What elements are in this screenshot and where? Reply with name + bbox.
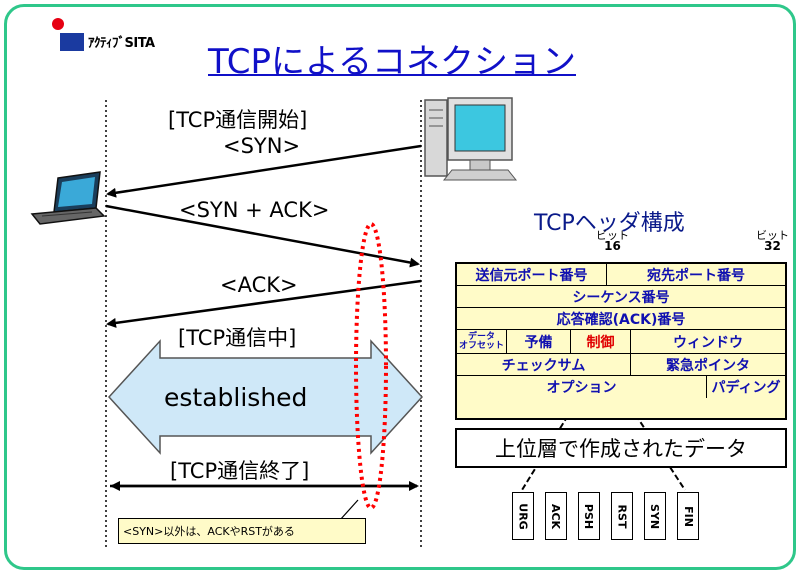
data-offset-line2: オフセット — [458, 340, 504, 351]
header-row-options: オプション パディング — [457, 376, 785, 398]
synack-label: <SYN + ACK> — [179, 198, 330, 222]
ack-label: <ACK> — [220, 273, 298, 297]
flag-ack-label: ACK — [549, 503, 563, 529]
flag-rst: RST — [611, 492, 633, 540]
seq-num-field: シーケンス番号 — [572, 289, 670, 306]
data-offset-field: データ オフセット — [457, 330, 507, 353]
control-flag-arrows — [521, 361, 686, 491]
logo-mark — [60, 33, 84, 51]
synack-arrow — [105, 204, 420, 268]
syn-arrow — [106, 144, 422, 198]
header-row-seq: シーケンス番号 — [457, 286, 785, 308]
bit-word: ビット — [596, 229, 629, 242]
flag-fin: FIN — [677, 492, 699, 540]
tcp-start-label: [TCP通信開始] — [168, 108, 308, 132]
bit-word: ビット — [756, 229, 789, 242]
flag-syn-label: SYN — [648, 503, 662, 529]
checksum-field: チェックサム — [457, 354, 631, 375]
data-offset-line1: データ — [467, 331, 495, 342]
header-row-control: データ オフセット 予備 制御 ウィンドウ — [457, 330, 785, 354]
flag-rst-label: RST — [615, 504, 629, 528]
flag-psh-label: PSH — [582, 503, 596, 529]
urgent-pointer-field: 緊急ポインタ — [666, 357, 750, 374]
options-field: オプション — [457, 376, 707, 398]
syn-label: <SYN> — [223, 134, 301, 158]
flag-fin-label: FIN — [681, 505, 695, 527]
flag-urg-label: URG — [516, 502, 530, 530]
established-label: established — [164, 383, 308, 412]
ack-arrow — [106, 279, 422, 328]
bit-16-value: 16 — [604, 239, 621, 253]
header-row-ack: 応答確認(ACK)番号 — [457, 308, 785, 330]
dst-port-field: 宛先ポート番号 — [647, 267, 745, 284]
window-field: ウィンドウ — [673, 334, 743, 351]
header-row-checksum: チェックサム 緊急ポインタ — [457, 354, 785, 376]
note-box: <SYN>以外は、ACKやRSTがある — [118, 518, 366, 544]
bit-32-value: 32 — [764, 239, 781, 253]
desktop-computer-icon — [424, 97, 518, 181]
tcp-end-label: [TCP通信終了] — [170, 459, 310, 483]
header-row-ports: 送信元ポート番号 宛先ポート番号 — [457, 264, 785, 286]
flag-ack: ACK — [545, 492, 567, 540]
flag-psh: PSH — [578, 492, 600, 540]
highlight-ellipse — [354, 222, 388, 510]
flag-syn: SYN — [644, 492, 666, 540]
slide-title: TCPによるコネクション — [208, 42, 576, 82]
reserved-field: 予備 — [507, 330, 571, 353]
tcp-header-table: 送信元ポート番号 宛先ポート番号 シーケンス番号 応答確認(ACK)番号 データ… — [455, 262, 787, 420]
src-port-field: 送信元ポート番号 — [457, 264, 607, 285]
logo-dot — [52, 18, 64, 30]
laptop-icon — [30, 171, 106, 225]
established-arrow — [107, 339, 424, 455]
upper-layer-data-box: 上位層で作成されたデータ — [455, 428, 787, 468]
tcp-during-label: [TCP通信中] — [178, 326, 297, 350]
control-field: 制御 — [571, 330, 631, 353]
ack-num-field: 応答確認(ACK)番号 — [556, 311, 686, 328]
flag-urg: URG — [512, 492, 534, 540]
padding-field: パディング — [711, 380, 781, 396]
tcp-header-title: TCPヘッダ構成 — [534, 211, 685, 236]
logo-text: ｱｸﾃｨﾌﾞSITA — [88, 36, 155, 51]
